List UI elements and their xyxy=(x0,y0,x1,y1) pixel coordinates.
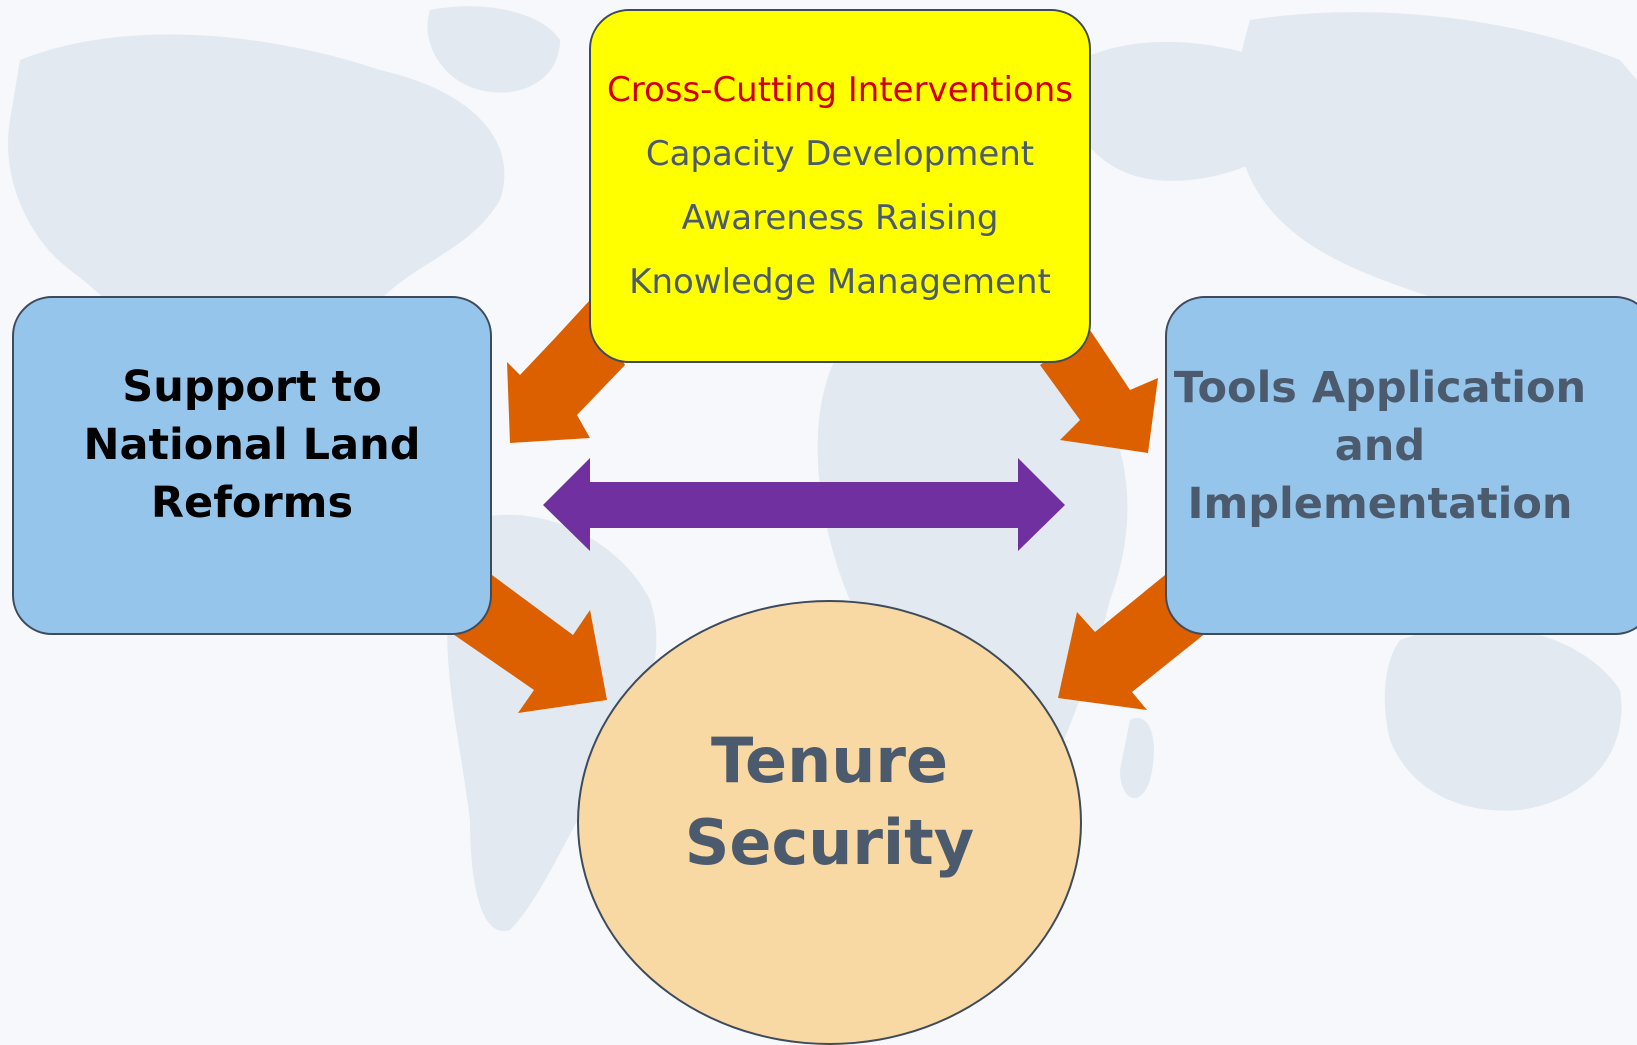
national-land-reforms-box: Support to National Land Reforms xyxy=(12,296,492,635)
flow-arrow-cross-to-right xyxy=(1040,330,1158,453)
national-land-reforms-label: Support to National Land Reforms xyxy=(83,361,421,528)
map-madagascar xyxy=(1120,718,1154,799)
cross-cutting-item: Knowledge Management xyxy=(629,262,1051,302)
cross-cutting-box: Cross-Cutting Interventions Capacity Dev… xyxy=(589,9,1091,363)
map-greenland xyxy=(427,6,560,93)
tools-application-box: Tools Application and Implementation xyxy=(1165,296,1637,635)
map-north-america xyxy=(8,34,505,445)
map-asia xyxy=(1235,12,1637,316)
cross-cutting-item: Awareness Raising xyxy=(681,198,999,238)
map-australia xyxy=(1384,626,1622,811)
cross-cutting-item: Capacity Development xyxy=(645,134,1035,174)
tenure-security-circle: Tenure Security xyxy=(577,600,1082,1045)
link-arrow-left-right xyxy=(543,458,1065,551)
tools-application-label: Tools Application and Implementation xyxy=(1173,362,1587,529)
tenure-security-label: Tenure Security xyxy=(684,723,975,879)
cross-cutting-heading: Cross-Cutting Interventions xyxy=(606,70,1074,110)
